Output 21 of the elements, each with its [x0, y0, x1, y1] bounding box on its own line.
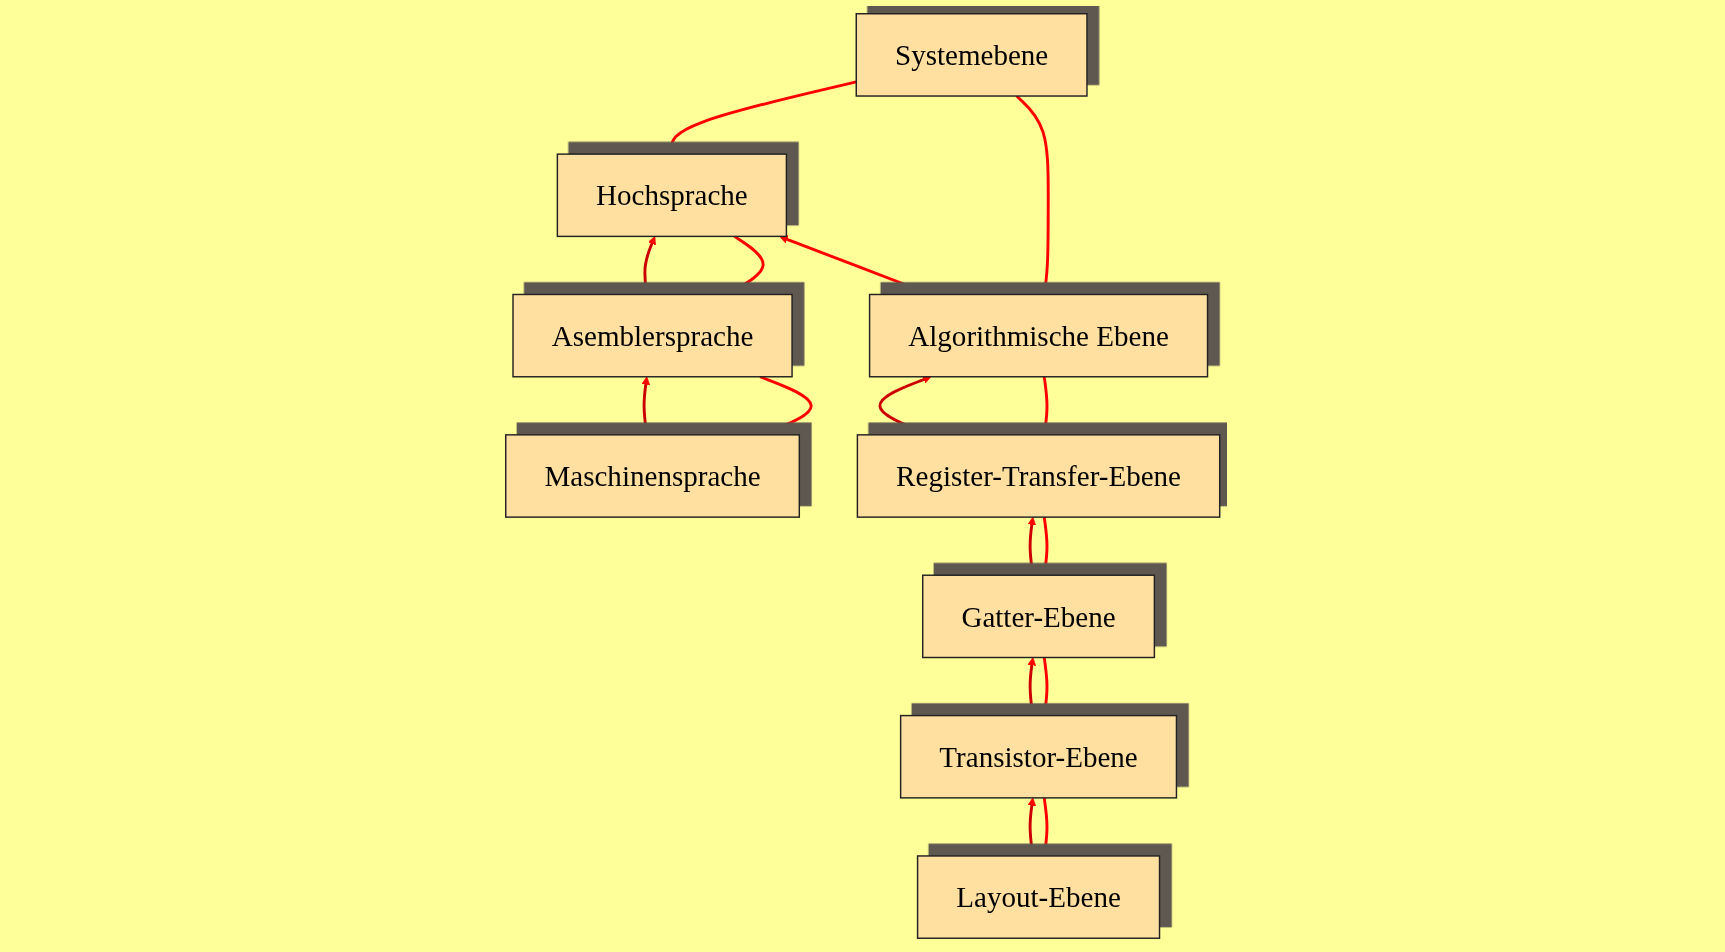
- arrow: [1040, 657, 1050, 716]
- arrow: [1027, 657, 1036, 716]
- arrow: [1040, 376, 1050, 436]
- node-box: Hochsprache: [556, 153, 787, 238]
- node-box: Algorithmische Ebene: [868, 293, 1208, 378]
- arrow: [643, 236, 656, 295]
- arrow: [667, 80, 857, 155]
- node-box: Systemebene: [855, 13, 1088, 97]
- node-box: Register-Transfer-Ebene: [856, 434, 1221, 518]
- arrow: [1040, 797, 1050, 857]
- arrow: [641, 376, 650, 436]
- node-box: Transistor-Ebene: [899, 714, 1177, 799]
- node-box: Asemblersprache: [512, 293, 793, 378]
- node-box: Maschinensprache: [504, 434, 800, 518]
- arrow: [1027, 797, 1036, 857]
- node-box: Gatter-Ebene: [921, 574, 1155, 659]
- arrow: [1040, 516, 1050, 576]
- arrow: [779, 235, 932, 296]
- node-box: Layout-Ebene: [916, 855, 1160, 939]
- arrow: [725, 235, 765, 295]
- arrow: [1027, 516, 1036, 576]
